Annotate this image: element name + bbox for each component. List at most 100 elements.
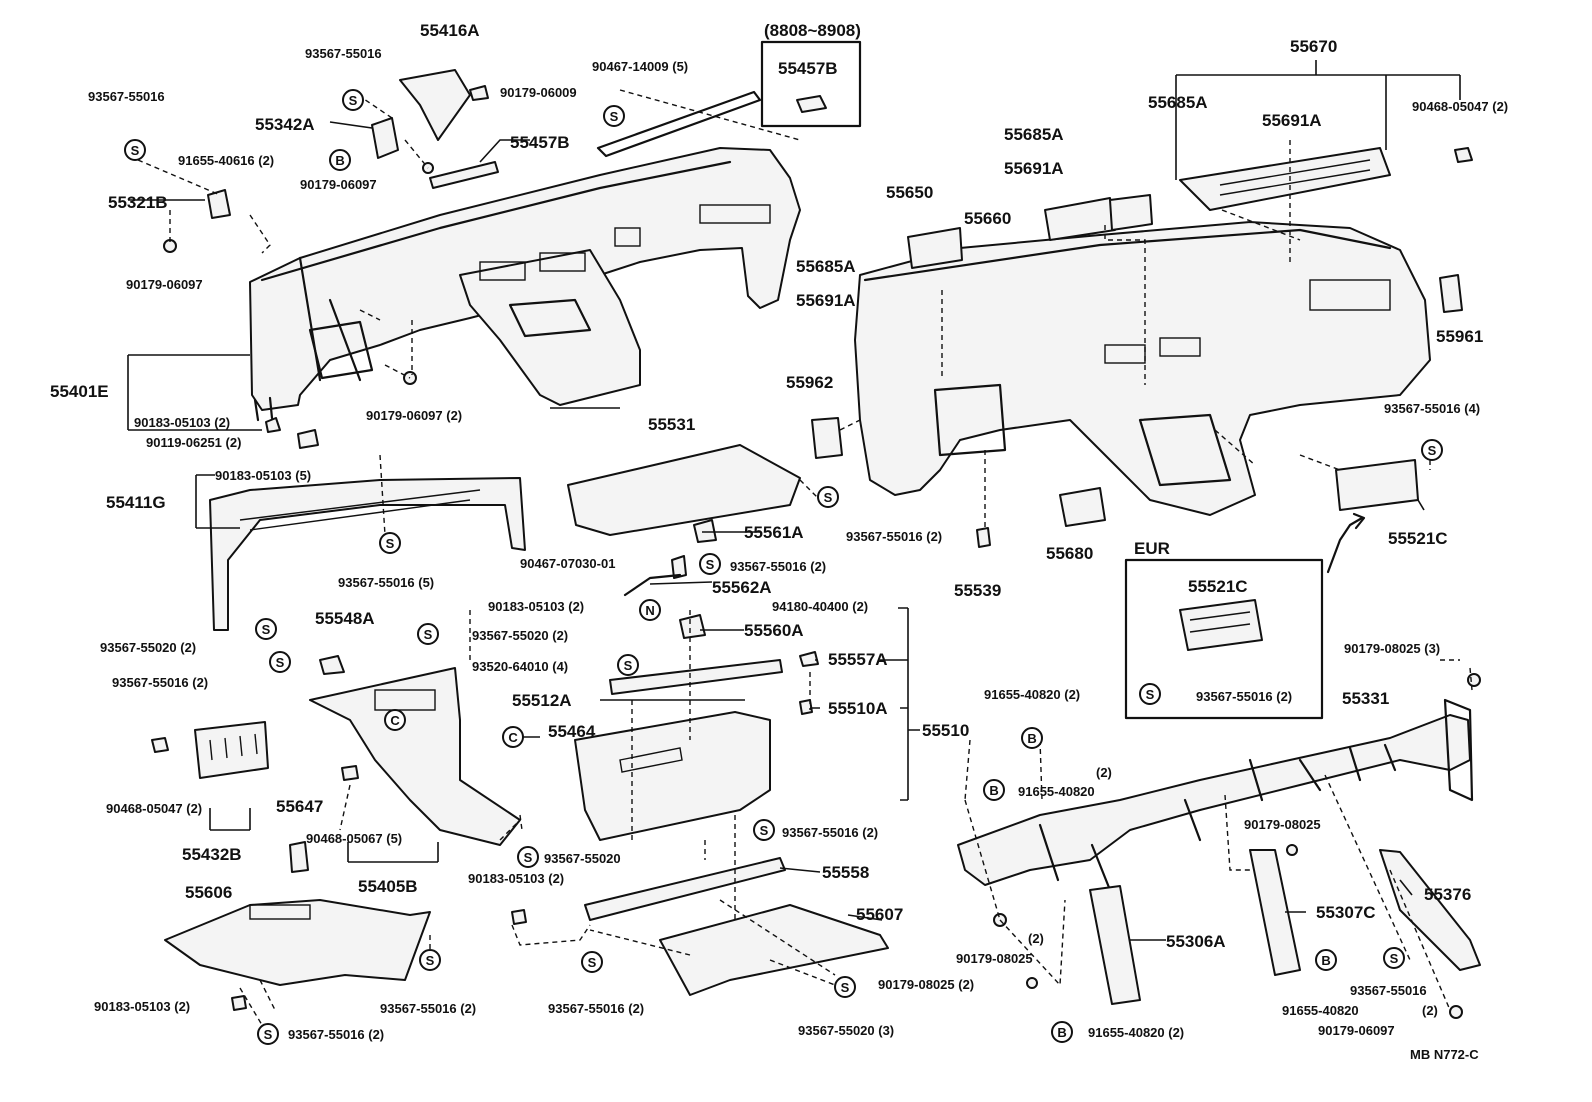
label-93567-55020: 93567-55020 [544,851,621,866]
label-90467-07030-01: 90467-07030-01 [520,556,616,571]
label-90468-05067: 90468-05067 (5) [306,831,403,846]
label-91655-40820: 91655-40820 [1282,1003,1359,1018]
label-55562A: 55562A [712,578,772,597]
label-55457B: 55457B [510,133,570,152]
label-55647: 55647 [276,797,324,816]
label-93567-55016: 93567-55016 (2) [288,1027,385,1042]
label-55691A: 55691A [1004,159,1064,178]
label-93520-64010: 93520-64010 (4) [472,659,569,674]
label-93567-55016: 93567-55016 (2) [380,1001,477,1016]
label-90468-05047: 90468-05047 (2) [106,801,203,816]
direction-arrow [596,90,762,158]
label-90183-05103: 90183-05103 (2) [468,871,565,886]
label-55560A: 55560A [744,621,804,640]
label-93567-55016: 93567-55016 (2) [730,559,827,574]
label-93567-55016: 93567-55016 (2) [782,825,879,840]
label-55307C: 55307C [1316,903,1376,922]
label-90183-05103: 90183-05103 (5) [215,468,312,483]
label-55962: 55962 [786,373,834,392]
label-55539: 55539 [954,581,1002,600]
label-55512A: 55512A [512,691,572,710]
label-90179-06097: 90179-06097 [300,177,377,192]
label-93567-55016: 93567-55016 (5) [338,575,435,590]
label-90179-08025: 90179-08025 [956,951,1033,966]
label-55685A: 55685A [796,257,856,276]
label-qty: (2) [1096,765,1112,780]
label-55691A: 55691A [1262,111,1322,130]
reinforcement-55331 [957,698,1481,1019]
eur-arrow [1326,516,1364,574]
label-93567-55016: 93567-55016 [88,89,165,104]
label-55650: 55650 [886,183,934,202]
small-parts [151,69,1481,1011]
label-55432B: 55432B [182,845,242,864]
label-55521C: 55521C [1388,529,1448,548]
label-55660: 55660 [964,209,1012,228]
label-91655-40616: 91655-40616 (2) [178,153,275,168]
label-55691A: 55691A [796,291,856,310]
label-93567-55016: 93567-55016 [305,46,382,61]
label-55342A: 55342A [255,115,315,134]
label-eur: EUR [1134,539,1170,558]
label-55321B: 55321B [108,193,168,212]
label-55405B: 55405B [358,877,418,896]
label-55557A: 55557A [828,650,888,669]
dashed-lines [137,89,1473,1026]
label-55607: 55607 [856,905,904,924]
label-90179-06097: 90179-06097 [1318,1023,1395,1038]
label-90183-05103: 90183-05103 (2) [134,415,231,430]
label-55561A: 55561A [744,523,804,542]
label-55510A: 55510A [828,699,888,718]
label-90467-14009: 90467-14009 (5) [592,59,689,74]
label-91655-40820: 91655-40820 (2) [984,687,1081,702]
label-91655-40820: 91655-40820 [1018,784,1095,799]
label-55464: 55464 [548,722,596,741]
label-55376: 55376 [1424,885,1472,904]
label-91655-40820: 91655-40820 (2) [1088,1025,1185,1040]
dashboard-left [249,147,801,422]
label-55521C: 55521C [1188,577,1248,596]
label-90183-05103: 90183-05103 (2) [488,599,585,614]
label-93567-55016: 93567-55016 (2) [548,1001,645,1016]
label-93567-55020: 93567-55020 (2) [100,640,197,655]
label-90119-06251: 90119-06251 (2) [146,435,242,450]
label-55685A: 55685A [1004,125,1064,144]
label-55680: 55680 [1046,544,1094,563]
label-55401E: 55401E [50,382,109,401]
label-93567-55016: 93567-55016 (4) [1384,401,1481,416]
label-94180-40400: 94180-40400 (2) [772,599,869,614]
label-93567-55020: 93567-55020 (3) [798,1023,895,1038]
label-90179-08025: 90179-08025 (3) [1344,641,1441,656]
dashboard-right [854,221,1431,516]
label-93567-55016: 93567-55016 (2) [1196,689,1293,704]
label-90179-08025: 90179-08025 [1244,817,1321,832]
label-55457B: 55457B [778,59,838,78]
label-93567-55020: 93567-55020 (2) [472,628,569,643]
label-55558: 55558 [822,863,870,882]
inset-box-eur [1124,558,1324,720]
label-qty: (2) [1028,931,1044,946]
label-55548A: 55548A [315,609,375,628]
leader-lines [127,60,1461,941]
label-diagram-code: MB N772-C [1410,1047,1479,1062]
label-90179-06097: 90179-06097 [126,277,203,292]
label-55510: 55510 [922,721,970,740]
label-90468-05047: 90468-05047 (2) [1412,99,1509,114]
label-55306A: 55306A [1166,932,1226,951]
label-90179-06097: 90179-06097 (2) [366,408,463,423]
label-55411G: 55411G [106,493,166,512]
label-qty: (2) [1422,1003,1438,1018]
label-93567-55016: 93567-55016 (2) [112,675,209,690]
label-55416A: 55416A [420,21,480,40]
label-55961: 55961 [1436,327,1484,346]
label-90179-06009: 90179-06009 [500,85,577,100]
label-55670: 55670 [1290,37,1338,56]
inset-box-55457B [760,40,862,128]
label-55531: 55531 [648,415,696,434]
label-93567-55016: 93567-55016 (2) [846,529,943,544]
label-90183-05103: 90183-05103 (2) [94,999,191,1014]
label-date-range: (8808~8908) [764,21,861,40]
